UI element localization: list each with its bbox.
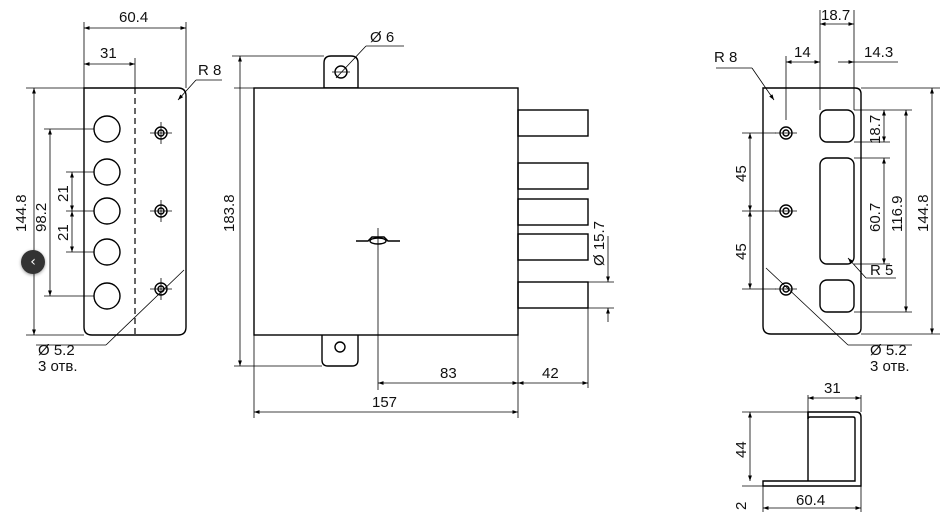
slot-bottom xyxy=(819,279,855,313)
dim-side-height: 183.8 xyxy=(221,194,238,232)
dim-width-half: 31 xyxy=(100,45,117,62)
dim-slot-offset: 14.3 xyxy=(864,44,893,61)
plate-mount-hole-dia: Ø 5.2 xyxy=(870,342,907,359)
front-view: 60.4 31 R 8 144.8 98.2 21 21 Ø 5.2 3 отв… xyxy=(13,9,222,375)
front-mount-hole-count: 3 отв. xyxy=(38,358,78,375)
dim-tab-hole: Ø 6 xyxy=(370,29,394,46)
front-plate-outline xyxy=(83,87,187,336)
slot-top xyxy=(819,109,855,143)
dim-slot-width: 18.7 xyxy=(821,7,850,24)
cylinder-hole-4 xyxy=(93,238,121,266)
dim-top-slot-height: 18.7 xyxy=(867,115,884,144)
dim-height: 144.8 xyxy=(13,194,30,232)
keyhole xyxy=(356,236,400,242)
slot-long xyxy=(819,157,855,265)
dim-length-to-key: 83 xyxy=(440,365,457,382)
cylinder-hole-3 xyxy=(93,197,121,225)
dim-edge-offset: 14 xyxy=(794,44,811,61)
plate-outline xyxy=(762,87,862,335)
dim-bracket-thickness: 2 xyxy=(733,502,750,510)
dim-slots-span: 116.9 xyxy=(889,196,906,232)
bolt-2 xyxy=(517,162,589,190)
dim-bracket-inner: 31 xyxy=(824,380,841,397)
plate-view: 18.7 14 14.3 R 8 45 45 18.7 60.7 116.9 1… xyxy=(714,7,940,375)
dim-body-length: 157 xyxy=(372,394,397,411)
dim-width-total: 60.4 xyxy=(119,9,148,26)
bolt-4 xyxy=(517,233,589,261)
bottom-tab xyxy=(321,333,359,367)
front-mount-hole-dia: Ø 5.2 xyxy=(38,342,75,359)
dim-holes-span: 98.2 xyxy=(33,203,50,232)
plate-mount-hole-count: 3 отв. xyxy=(870,358,910,375)
dim-bolt-projection: 42 xyxy=(542,365,559,382)
front-mount-holes xyxy=(150,122,172,300)
cylinder-hole-1 xyxy=(93,115,121,143)
dim-bracket-base: 60.4 xyxy=(796,492,825,509)
dim-slot-radius: R 5 xyxy=(870,262,893,279)
dim-plate-radius: R 8 xyxy=(714,49,737,66)
bolt-3 xyxy=(517,198,589,226)
dim-plate-height: 144.8 xyxy=(915,194,932,232)
cylinder-hole-5 xyxy=(93,282,121,310)
chevron-left-icon[interactable]: ‹ xyxy=(21,250,45,274)
plate-mount-holes xyxy=(775,126,797,296)
bolt-5 xyxy=(517,281,589,309)
dim-bolt-dia: Ø 15.7 xyxy=(591,221,608,266)
lock-body xyxy=(253,87,519,336)
dim-long-slot-height: 60.7 xyxy=(867,203,884,232)
dim-pitch-lower: 21 xyxy=(55,224,72,241)
cylinder-hole-2 xyxy=(93,158,121,186)
dim-pitch-upper: 45 xyxy=(733,165,750,182)
bracket-outline xyxy=(762,411,862,487)
bracket-view: 31 44 2 60.4 xyxy=(733,380,862,512)
bolt-1 xyxy=(517,109,589,137)
dim-corner-radius: R 8 xyxy=(198,62,221,79)
side-view: 183.8 Ø 6 Ø 15.7 83 42 157 xyxy=(221,29,614,418)
dim-pitch-upper: 21 xyxy=(55,185,72,202)
dim-bracket-height: 44 xyxy=(733,441,750,458)
dim-pitch-lower: 45 xyxy=(733,243,750,260)
